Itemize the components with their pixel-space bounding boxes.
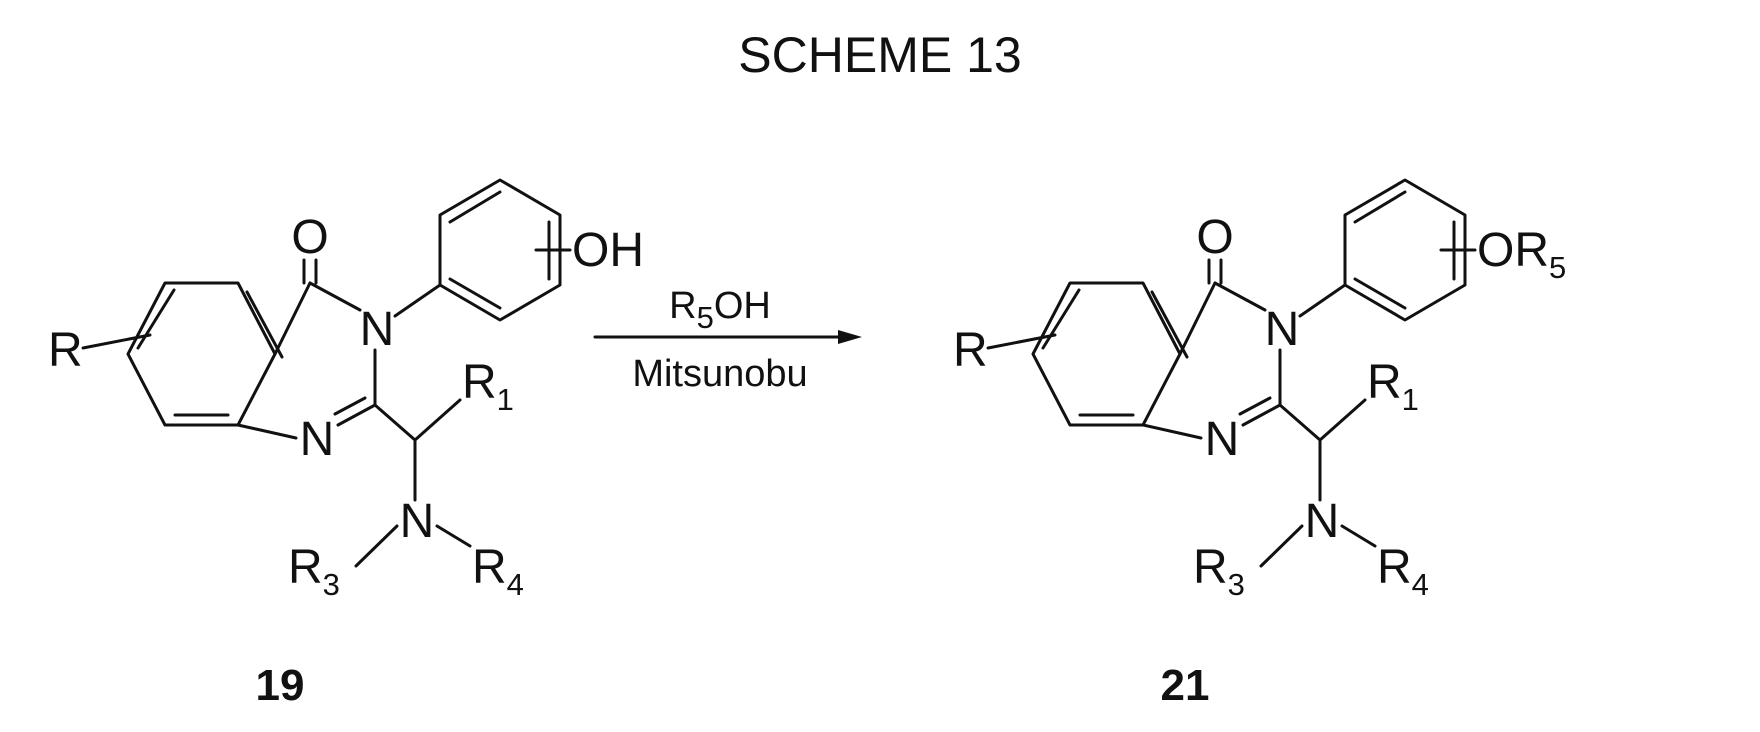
hydroxyl-group-19: OH <box>572 224 644 277</box>
ring-substituent-r-21: R <box>953 324 988 377</box>
arrow-head <box>838 330 862 344</box>
r4-label-19: R4 <box>472 541 524 602</box>
scheme-title: SCHEME 13 <box>738 27 1021 83</box>
compound-label-19: 19 <box>256 661 305 710</box>
r4-label-21: R4 <box>1377 541 1429 602</box>
r3-label-19: R3 <box>288 541 340 602</box>
compound-label-21: 21 <box>1161 661 1210 710</box>
ring-substituent-r-19: R <box>48 324 83 377</box>
amine-nitrogen-19: N <box>400 495 435 548</box>
r1-label-19: R1 <box>462 356 514 417</box>
amine-nitrogen-21: N <box>1305 495 1340 548</box>
condition-label: Mitsunobu <box>632 353 807 395</box>
carbonyl-oxygen-19: O <box>291 211 328 264</box>
r1-label-21: R1 <box>1367 356 1419 417</box>
n3-atom-19: N <box>360 303 395 356</box>
ether-group-21: OR5 <box>1477 224 1566 285</box>
reagent-label: R5OH <box>669 285 771 335</box>
carbonyl-oxygen-21: O <box>1196 211 1233 264</box>
r3-label-21: R3 <box>1193 541 1245 602</box>
n1-atom-19: N <box>300 413 335 466</box>
n1-atom-21: N <box>1205 413 1240 466</box>
n3-atom-21: N <box>1265 303 1300 356</box>
